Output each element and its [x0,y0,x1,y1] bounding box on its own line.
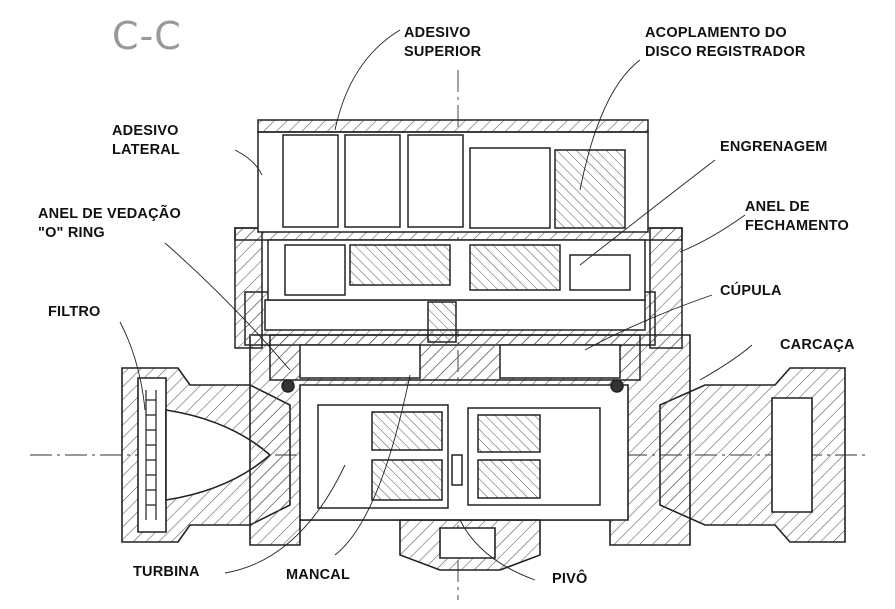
label-anel-fechamento: ANEL DE FECHAMENTO [745,199,850,234]
label-turbina: TURBINA [133,564,200,580]
label-adesivo-lateral: ADESIVO LATERAL [112,123,180,158]
turbine [317,404,601,509]
leader-lines [119,29,753,581]
label-cupula: CÚPULA [720,283,782,299]
label-mancal: MANCAL [286,567,351,583]
label-pivo: PIVÔ [552,571,588,587]
register [257,119,649,343]
label-filtro: FILTRO [48,304,101,320]
section-title: C-C [112,14,182,58]
label-carcaca: CARCAÇA [780,337,855,353]
filter [145,390,157,520]
label-anel-vedacao: ANEL DE VEDAÇÃO "O" RING [38,206,181,241]
label-acoplamento-disco: ACOPLAMENTO DO DISCO REGISTRADOR [645,25,806,60]
label-engrenagem: ENGRENAGEM [720,139,828,155]
label-adesivo-superior: ADESIVO SUPERIOR [404,25,482,60]
